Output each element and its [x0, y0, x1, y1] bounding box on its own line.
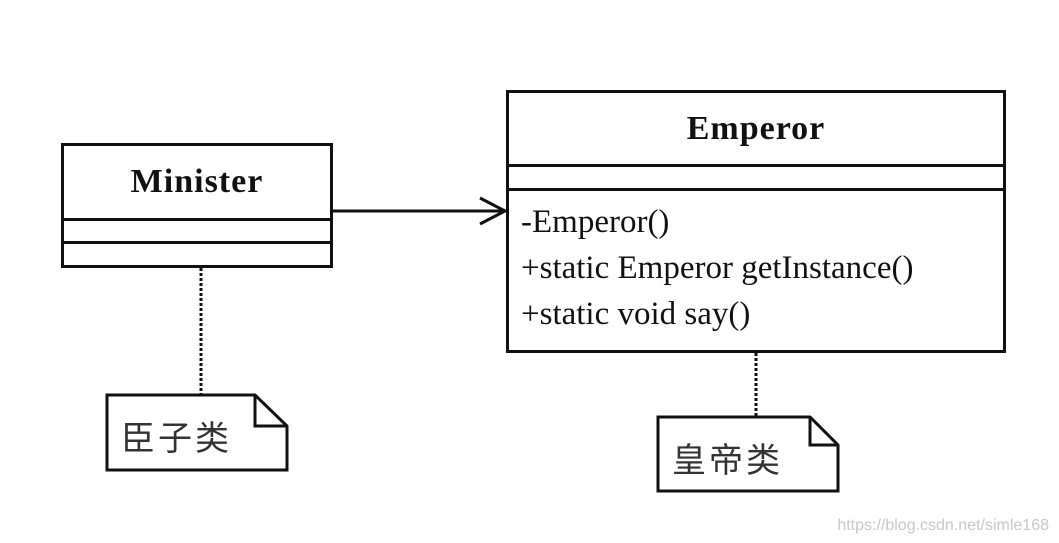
- emperor-attributes-compartment: [509, 164, 1003, 188]
- minister-class[interactable]: Minister: [61, 143, 333, 268]
- emperor-class-name: Emperor: [686, 110, 826, 147]
- watermark: https://blog.csdn.net/simle168: [837, 517, 1049, 534]
- minister-attributes-compartment: [64, 218, 330, 241]
- minister-note-text: 臣子类: [121, 419, 232, 459]
- association-arrowhead: [479, 196, 509, 226]
- operation-constructor: -Emperor(): [521, 204, 670, 240]
- minister-operations-compartment: [64, 241, 330, 265]
- emperor-note-text: 皇帝类: [672, 441, 783, 481]
- emperor-class[interactable]: Emperor -Emperor() +static Emperor getIn…: [506, 90, 1006, 353]
- operation-get-instance: +static Emperor getInstance(): [521, 250, 914, 286]
- minister-note: 臣子类: [107, 395, 287, 470]
- minister-note-shape: [105, 393, 289, 472]
- minister-class-name: Minister: [130, 163, 264, 200]
- operation-say: +static void say(): [521, 296, 751, 332]
- emperor-note: 皇帝类: [658, 417, 838, 491]
- emperor-operations-compartment: -Emperor() +static Emperor getInstance()…: [509, 188, 1003, 350]
- emperor-note-shape: [656, 415, 840, 493]
